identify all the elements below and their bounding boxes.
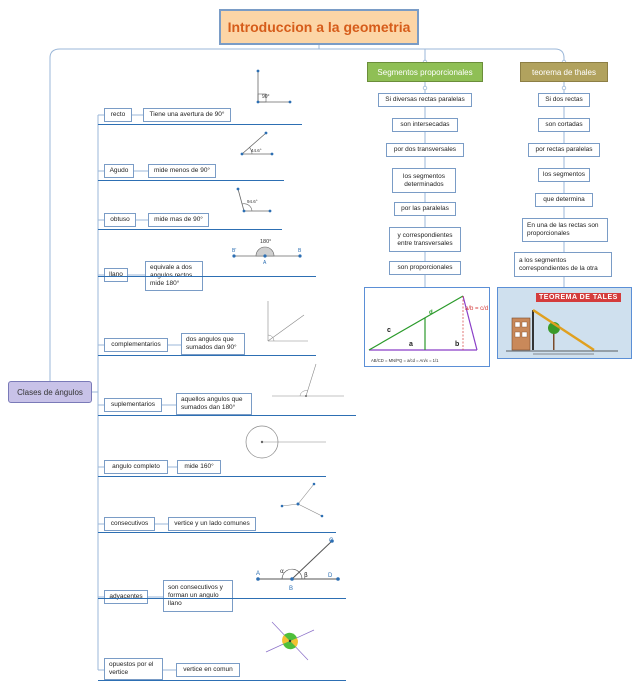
row-underline (98, 598, 346, 599)
branch-segmentos-proporcionales[interactable]: Segmentos proporcionales (367, 62, 483, 82)
figure-complementary-angles (267, 301, 308, 342)
angle-desc-suplementarios[interactable]: aquellos angulos que sumados dan 180° (176, 393, 252, 415)
adyacentes-label-b: B (289, 586, 293, 592)
adyacentes-label-a: A (256, 571, 260, 577)
row-underline (98, 229, 282, 230)
agudo-angle-label: 44.6° (251, 148, 262, 153)
angle-node-adyacentes[interactable]: adyacentes (104, 590, 148, 604)
angle-desc-agudo[interactable]: mide menos de 90° (148, 164, 216, 178)
segmentos-formula-bottom: AB/CD = MN/PQ = a/cd = An/x = 1/1 (371, 358, 439, 363)
thales-step-6[interactable]: En una de las rectas son proporcionales (522, 218, 608, 242)
segmentos-diagram: c a b d a/b = c/d AB/CD = MN/PQ = a/cd =… (368, 295, 488, 363)
thales-step-5[interactable]: que determina (535, 193, 593, 207)
row-underline (98, 680, 346, 681)
segmentos-example-figure: c a b d a/b = c/d AB/CD = MN/PQ = a/cd =… (364, 287, 490, 367)
angle-desc-adyacentes[interactable]: son consecutivos y forman un angulo llan… (163, 580, 233, 612)
angle-node-opuestos-por-el-vertice[interactable]: opuestos por el vertice (104, 658, 163, 680)
thales-diagram: ... (506, 308, 618, 355)
thales-step-4[interactable]: los segmentos (538, 168, 590, 182)
angle-node-llano[interactable]: llano (104, 268, 128, 282)
row-underline (98, 476, 326, 477)
angle-node-suplementarios[interactable]: suplementarios (104, 398, 162, 412)
llano-left-label: B' (232, 248, 236, 254)
thales-example-figure: TEOREMA DE TALES ... (497, 287, 632, 359)
angle-node-angulo-completo[interactable]: angulo completo (104, 460, 168, 474)
angle-node-obtuso[interactable]: obtuso (104, 213, 136, 227)
recto-angle-label: 90° (262, 94, 270, 100)
angle-desc-recto[interactable]: Tiene una avertura de 90° (143, 108, 231, 122)
segmentos-label-c: c (387, 327, 391, 334)
segmentos-step-7[interactable]: son proporcionales (389, 261, 461, 275)
segmentos-label-b: b (455, 341, 459, 348)
segmentos-step-5[interactable]: por las paralelas (394, 202, 456, 216)
angle-desc-obtuso[interactable]: mide mas de 90° (148, 213, 209, 227)
angle-desc-opuestos-por-el-vertice[interactable]: vertice en comun (176, 663, 240, 677)
svg-text:...: ... (558, 325, 561, 329)
segmentos-step-2[interactable]: son intersecadas (392, 118, 458, 132)
llano-vertex-label: A (263, 260, 267, 266)
row-underline (98, 124, 302, 125)
segmentos-label-a: a (409, 341, 413, 348)
figure-vertical-angles (265, 621, 315, 661)
figure-acute-angle: 44.6° (240, 131, 274, 156)
figure-consecutive-angles (280, 482, 324, 518)
row-underline (98, 276, 316, 277)
figure-right-angle: 90° (256, 69, 292, 104)
angle-node-recto[interactable]: recto (104, 108, 132, 122)
adyacentes-label-alpha: α (280, 568, 284, 575)
segmentos-step-4[interactable]: los segmentos determinados (392, 168, 456, 193)
angle-node-complementarios[interactable]: complementarios (104, 338, 168, 352)
thales-step-7[interactable]: a los segmentos correspondientes de la o… (514, 252, 612, 277)
figure-obtuse-angle: 94.6° (236, 187, 272, 213)
adyacentes-label-c: C (329, 538, 334, 544)
angle-node-consecutivos[interactable]: consecutivos (104, 517, 155, 531)
thales-figure-banner: TEOREMA DE TALES (536, 293, 621, 302)
root-node-clases-de-angulos[interactable]: Clases de ángulos (8, 381, 92, 403)
thales-step-1[interactable]: Si dos rectas (538, 93, 590, 107)
row-underline (98, 355, 316, 356)
figure-full-angle (245, 425, 326, 459)
angle-desc-complementarios[interactable]: dos angulos que sumados dan 90° (181, 333, 245, 355)
thales-step-3[interactable]: por rectas paralelas (528, 143, 600, 157)
segmentos-step-6[interactable]: y correspondientes entre transversales (389, 227, 461, 252)
angle-desc-angulo-completo[interactable]: mide 160° (177, 460, 221, 474)
figure-adjacent-angles: A B C D α β (256, 538, 340, 592)
segmentos-label-d: d (429, 310, 433, 316)
llano-angle-label: 180° (260, 239, 271, 245)
obtuso-angle-label: 94.6° (247, 199, 258, 204)
row-underline (98, 180, 284, 181)
figure-straight-angle: 180° B' B A (232, 239, 302, 266)
adyacentes-label-beta: β (304, 572, 308, 579)
segmentos-formula-top: a/b = c/d (465, 306, 488, 312)
figure-supplementary-angles (272, 363, 344, 397)
llano-right-label: B (298, 248, 302, 254)
segmentos-step-1[interactable]: Si diversas rectas paralelas (378, 93, 472, 107)
segmentos-step-3[interactable]: por dos transversales (386, 143, 464, 157)
thales-step-2[interactable]: son cortadas (538, 118, 590, 132)
adyacentes-label-d: D (328, 573, 333, 579)
branch-teorema-de-thales[interactable]: teorema de thales (520, 62, 608, 82)
angle-desc-consecutivos[interactable]: vertice y un lado comunes (168, 517, 256, 531)
row-underline (98, 415, 356, 416)
row-underline (98, 532, 336, 533)
angle-node-agudo[interactable]: Agudo (104, 164, 134, 178)
page-title: Introduccion a la geometria (219, 9, 419, 45)
